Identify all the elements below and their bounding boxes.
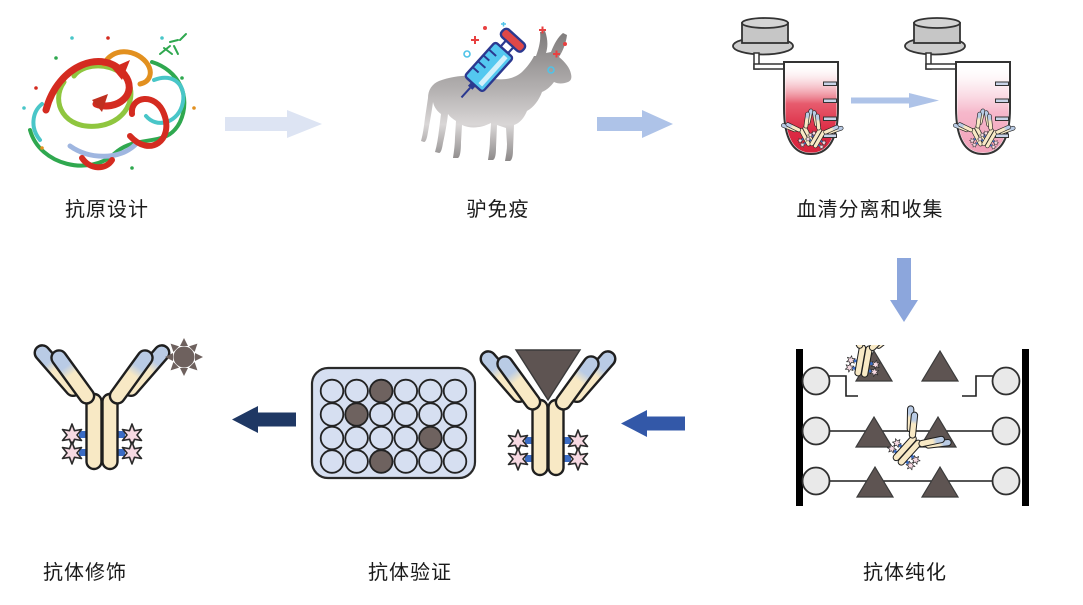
plate-well: [442, 449, 468, 474]
donkey-immunization-label: 驴免疫: [466, 199, 530, 221]
plate-well: [442, 425, 468, 451]
plate-well: [393, 425, 419, 451]
step-antigen-design: [12, 18, 217, 188]
antibody-modification-label: 抗体修饰: [43, 562, 127, 584]
step-antibody-purification: [790, 345, 1035, 510]
antigen-design-label: 抗原设计: [65, 199, 149, 221]
flow-arrow-left-validation: [621, 410, 685, 437]
plate-well-positive: [344, 402, 369, 427]
plate-well: [442, 378, 468, 404]
antibody-antigen-complex: [478, 342, 618, 492]
protein-structure-icon: [22, 33, 196, 171]
plate-well: [442, 402, 468, 427]
plate-well: [418, 402, 443, 427]
antibody-validation-label: 抗体验证: [368, 562, 452, 584]
plate-well-positive: [368, 449, 394, 474]
plate-well: [368, 402, 394, 427]
tube-graduations: [823, 81, 837, 138]
tube-cap-cylinder: [913, 17, 961, 44]
serum-separation-label: 血清分离和收集: [796, 199, 944, 221]
plate-well: [418, 449, 443, 474]
plate-well: [344, 378, 369, 404]
plate-well: [319, 402, 345, 427]
column-wall-right: [1022, 349, 1029, 506]
step-antibody-modification: [32, 336, 210, 486]
flow-arrow-down: [890, 258, 918, 322]
plate-well: [319, 449, 345, 474]
flow-arrow-left-modification: [232, 406, 296, 433]
plate-well: [319, 425, 345, 451]
serum-tube-red: [728, 16, 846, 174]
syringe-icon: [460, 27, 527, 99]
flow-arrow-right-1: [225, 110, 322, 138]
protein-dots: [22, 36, 196, 170]
flow-arrow-tubes: [851, 93, 939, 108]
microplate-wells: [319, 378, 468, 474]
donkey-silhouette: [421, 31, 572, 161]
microplate-body: [310, 366, 477, 480]
plate-well: [319, 378, 345, 404]
purification-column-icon: [796, 345, 1029, 506]
antibody-purification-label: 抗体纯化: [863, 562, 947, 584]
plate-well: [344, 449, 369, 474]
donkey-syringe-icon: [421, 22, 572, 161]
plate-well-positive: [418, 425, 443, 451]
plate-well: [393, 449, 419, 474]
column-wall-left: [796, 349, 803, 506]
plate-well-positive: [368, 378, 394, 404]
serum-tube-pink: [900, 16, 1018, 174]
flow-arrow-right-2: [597, 110, 673, 138]
tube-cap-cylinder: [741, 17, 789, 44]
microplate: [310, 366, 480, 482]
label-sunburst-icon: [165, 338, 203, 376]
plate-well: [418, 378, 443, 404]
antibody-icon: [32, 342, 172, 469]
sparkles: [463, 22, 567, 74]
step-donkey-immunization: [415, 22, 585, 172]
plate-well: [393, 378, 419, 404]
column-beads: [801, 366, 1021, 496]
plate-well: [368, 425, 394, 451]
antigen-triangle: [514, 349, 582, 402]
plate-well: [344, 425, 369, 451]
plate-well: [393, 402, 419, 427]
